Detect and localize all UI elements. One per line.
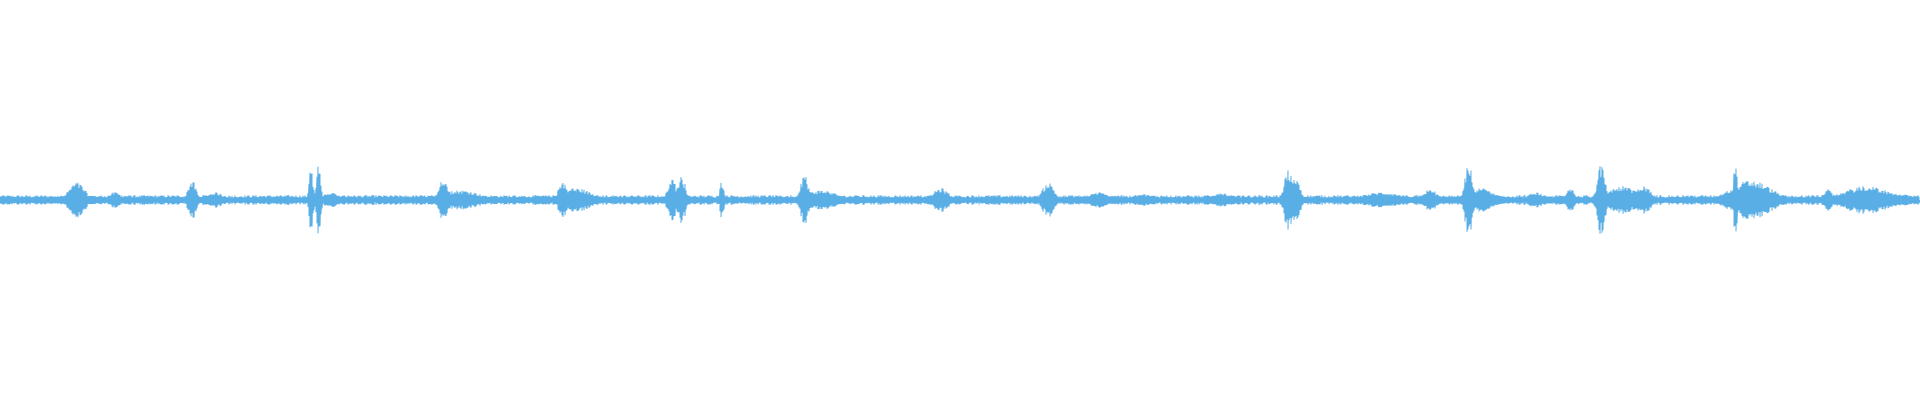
waveform-trace	[0, 166, 1920, 234]
